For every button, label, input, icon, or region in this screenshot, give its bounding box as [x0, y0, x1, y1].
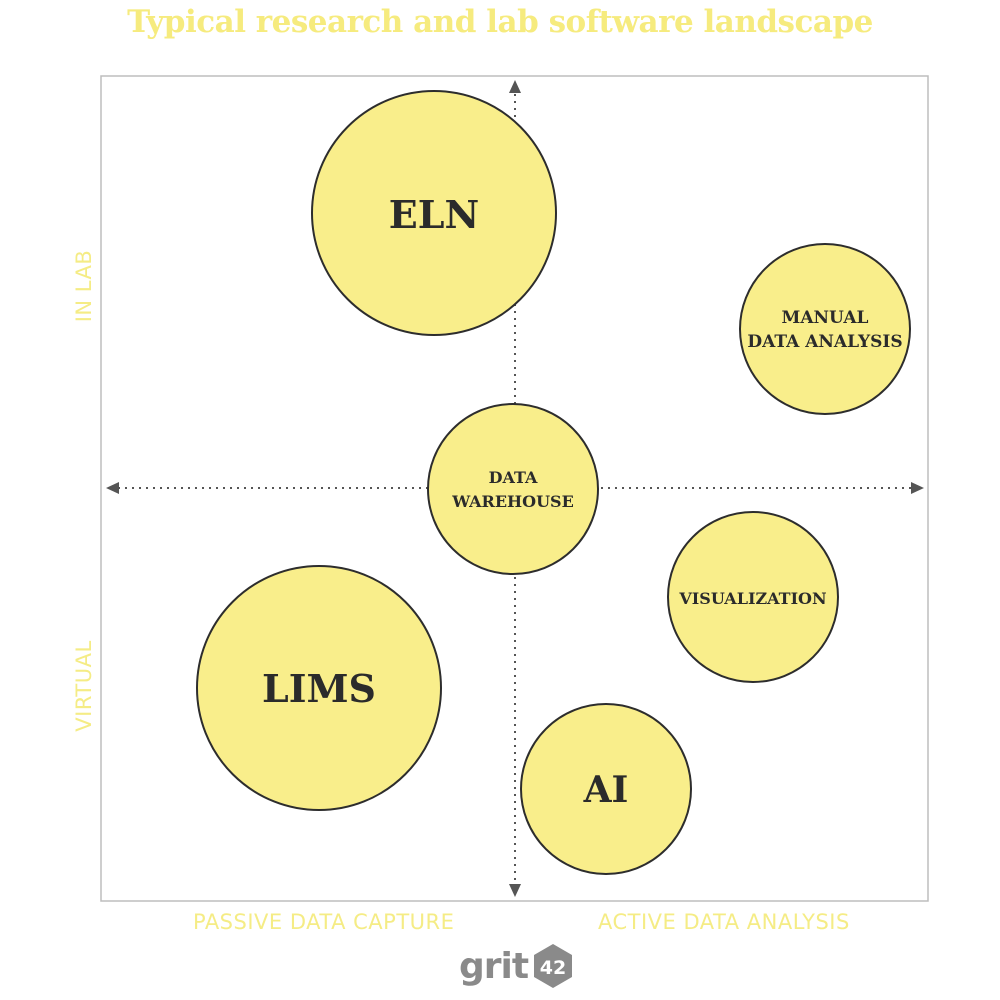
- manual-label-line2: DATA ANALYSIS: [747, 332, 902, 352]
- x-axis-left-label: PASSIVE DATA CAPTURE: [193, 910, 455, 934]
- y-axis-top-label: IN LAB: [72, 249, 96, 323]
- logo-badge-number: 42: [540, 957, 566, 979]
- visualization-node: VISUALIZATION: [667, 511, 839, 683]
- warehouse-label-line2: WAREHOUSE: [451, 492, 574, 511]
- y-axis-bottom-label: VIRTUAL: [72, 640, 96, 732]
- logo-text: grit: [459, 945, 529, 987]
- lims-node: LIMS: [196, 565, 442, 811]
- manual-data-analysis-node: MANUAL DATA ANALYSIS: [739, 243, 911, 415]
- eln-label: ELN: [389, 192, 479, 237]
- up-arrow-icon: [509, 80, 521, 93]
- down-arrow-icon: [509, 884, 521, 897]
- page-title: Typical research and lab software landsc…: [127, 4, 873, 40]
- right-arrow-icon: [911, 482, 924, 494]
- data-warehouse-node: DATA WAREHOUSE: [427, 403, 599, 575]
- left-arrow-icon: [106, 482, 119, 494]
- ai-label: AI: [583, 769, 629, 811]
- ai-node: AI: [520, 703, 692, 875]
- eln-node: ELN: [311, 90, 557, 336]
- lims-label: LIMS: [262, 666, 376, 711]
- grit42-logo: grit 42: [459, 942, 577, 990]
- warehouse-label-line1: DATA: [489, 468, 538, 487]
- diagram-frame: [100, 75, 929, 902]
- visualization-label: VISUALIZATION: [678, 589, 826, 608]
- x-axis-right-label: ACTIVE DATA ANALYSIS: [598, 910, 850, 934]
- logo-badge-icon: 42: [534, 944, 573, 988]
- manual-label-line1: MANUAL: [782, 308, 869, 328]
